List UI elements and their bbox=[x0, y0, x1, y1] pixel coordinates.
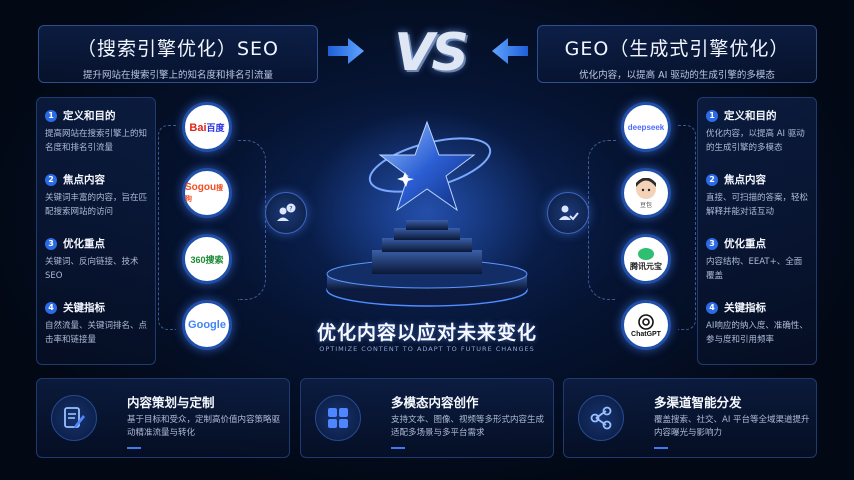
sogou-logo-cn: 搜狗 bbox=[185, 185, 224, 203]
seo-item-metrics: 4 关键指标 自然流量、关键词排名、点击率和链接量 bbox=[45, 300, 147, 364]
item-title: 定义和目的 bbox=[63, 110, 116, 122]
card-multimodal: 多模态内容创作 支持文本、图像、视频等多形式内容生成适配多场景与多平台需求 bbox=[300, 378, 554, 458]
card-desc: 基于目标和受众，定制高价值内容策略驱动精准流量与转化 bbox=[127, 415, 281, 438]
number-badge: 1 bbox=[706, 109, 718, 122]
number-badge: 3 bbox=[45, 237, 57, 250]
seo-title: （搜索引擎优化）SEO bbox=[76, 38, 280, 60]
geo-item-optimization: 3 优化重点 内容结构、EEAT+、全面覆盖 bbox=[706, 236, 808, 300]
share-nodes-icon bbox=[578, 395, 624, 441]
yuanbao-logo-text: 腾讯元宝 bbox=[630, 261, 662, 271]
geo-item-focus: 2 焦点内容 直接、可扫描的答案，轻松解释并能对话互动 bbox=[706, 172, 808, 236]
geo-title: GEO（生成式引擎优化） bbox=[564, 38, 790, 60]
svg-text:?: ? bbox=[289, 206, 292, 213]
360-search-logo: 360搜索 bbox=[182, 234, 232, 284]
connector-line bbox=[158, 125, 176, 330]
geo-item-definition: 1 定义和目的 优化内容，以提高 AI 驱动的生成引擎的多模态 bbox=[706, 108, 808, 172]
baidu-logo: Bai百度 bbox=[182, 102, 232, 152]
connector-line bbox=[238, 140, 266, 300]
card-title: 内容策划与定制 bbox=[127, 395, 215, 410]
arrow-left-icon bbox=[492, 38, 528, 64]
sogou-logo-text: Sogou bbox=[185, 182, 217, 193]
item-desc: 关键词、反向链接、技术 SEO bbox=[45, 257, 139, 281]
item-title: 优化重点 bbox=[63, 238, 105, 250]
item-title: 定义和目的 bbox=[724, 110, 777, 122]
user-question-icon: ? bbox=[265, 192, 307, 234]
360-logo-text: 360搜索 bbox=[190, 254, 224, 265]
doubao-logo-text: 豆包 bbox=[639, 202, 652, 209]
connector-line bbox=[678, 125, 696, 330]
item-desc: 直接、可扫描的答案，轻松解释并能对话互动 bbox=[706, 193, 809, 217]
item-title: 焦点内容 bbox=[63, 174, 105, 186]
seo-item-focus: 2 焦点内容 关键词丰富的内容，旨在匹配搜索网站的访问 bbox=[45, 172, 147, 236]
yuanbao-icon bbox=[638, 247, 654, 260]
doubao-avatar-icon bbox=[636, 177, 656, 199]
geo-item-metrics: 4 关键指标 AI响应的纳入度、准确性、参与度和引用频率 bbox=[706, 300, 808, 364]
openai-icon bbox=[638, 313, 654, 330]
number-badge: 1 bbox=[45, 109, 57, 122]
deepseek-logo-text: deepseek bbox=[627, 122, 665, 132]
yuanbao-logo: 腾讯元宝 bbox=[621, 234, 671, 284]
center-subtitle: OPTIMIZE CONTENT TO ADAPT TO FUTURE CHAN… bbox=[319, 345, 535, 353]
star-trophy-illustration bbox=[307, 110, 547, 310]
item-desc: AI响应的纳入度、准确性、参与度和引用频率 bbox=[706, 321, 808, 345]
item-title: 关键指标 bbox=[63, 302, 105, 314]
grid-apps-icon bbox=[315, 395, 361, 441]
seo-header: （搜索引擎优化）SEO 提升网站在搜索引擎上的知名度和排名引流量 bbox=[38, 25, 318, 83]
chatgpt-logo: ChatGPT bbox=[621, 300, 671, 350]
geo-panel: 1 定义和目的 优化内容，以提高 AI 驱动的生成引擎的多模态 2 焦点内容 直接、… bbox=[697, 97, 817, 365]
sogou-logo: Sogou搜狗 bbox=[182, 168, 232, 218]
item-desc: 优化内容，以提高 AI 驱动的生成引擎的多模态 bbox=[706, 129, 805, 153]
item-title: 焦点内容 bbox=[724, 174, 766, 186]
arrow-right-icon bbox=[328, 38, 364, 64]
chatgpt-logo-text: ChatGPT bbox=[631, 330, 661, 338]
vs-label: VS bbox=[394, 23, 469, 83]
geo-subtitle: 优化内容，以提高 AI 驱动的生成引擎的多模态 bbox=[579, 70, 775, 81]
seo-item-optimization: 3 优化重点 关键词、反向链接、技术 SEO bbox=[45, 236, 147, 300]
card-desc: 支持文本、图像、视频等多形式内容生成适配多场景与多平台需求 bbox=[391, 415, 545, 438]
card-multichannel: 多渠道智能分发 覆盖搜索、社交、AI 平台等全域渠道提升内容曝光与影响力 bbox=[563, 378, 817, 458]
geo-header: GEO（生成式引擎优化） 优化内容，以提高 AI 驱动的生成引擎的多模态 bbox=[537, 25, 817, 83]
card-title: 多渠道智能分发 bbox=[654, 395, 742, 410]
card-desc: 覆盖搜索、社交、AI 平台等全域渠道提升内容曝光与影响力 bbox=[654, 415, 810, 438]
number-badge: 4 bbox=[45, 301, 57, 314]
card-content-planning: 内容策划与定制 基于目标和受众，定制高价值内容策略驱动精准流量与转化 bbox=[36, 378, 290, 458]
user-check-icon bbox=[547, 192, 589, 234]
card-accent-line bbox=[654, 447, 668, 449]
item-desc: 关键词丰富的内容，旨在匹配搜索网站的访问 bbox=[45, 193, 148, 217]
seo-subtitle: 提升网站在搜索引擎上的知名度和排名引流量 bbox=[82, 70, 273, 81]
item-desc: 提高网站在搜索引擎上的知名度和排名引流量 bbox=[45, 129, 148, 153]
center-title: 优化内容以应对未来变化 bbox=[316, 322, 537, 344]
connector-line bbox=[588, 140, 616, 300]
card-accent-line bbox=[127, 447, 141, 449]
item-title: 关键指标 bbox=[724, 302, 766, 314]
number-badge: 3 bbox=[706, 237, 718, 250]
item-title: 优化重点 bbox=[724, 238, 766, 250]
card-accent-line bbox=[391, 447, 405, 449]
number-badge: 2 bbox=[45, 173, 57, 186]
document-edit-icon bbox=[51, 395, 97, 441]
seo-item-definition: 1 定义和目的 提高网站在搜索引擎上的知名度和排名引流量 bbox=[45, 108, 147, 172]
doubao-logo: 豆包 bbox=[621, 168, 671, 218]
google-logo: Google bbox=[182, 300, 232, 350]
seo-panel: 1 定义和目的 提高网站在搜索引擎上的知名度和排名引流量 2 焦点内容 关键词丰富的… bbox=[36, 97, 156, 365]
baidu-logo-cn: 百度 bbox=[206, 122, 225, 133]
item-desc: 自然流量、关键词排名、点击率和链接量 bbox=[45, 321, 148, 345]
baidu-logo-text: Bai bbox=[189, 121, 207, 134]
card-title: 多模态内容创作 bbox=[391, 395, 479, 410]
number-badge: 4 bbox=[706, 301, 718, 314]
google-logo-text: Google bbox=[188, 319, 226, 331]
number-badge: 2 bbox=[706, 173, 718, 186]
item-desc: 内容结构、EEAT+、全面覆盖 bbox=[706, 257, 803, 281]
deepseek-logo: deepseek bbox=[621, 102, 671, 152]
